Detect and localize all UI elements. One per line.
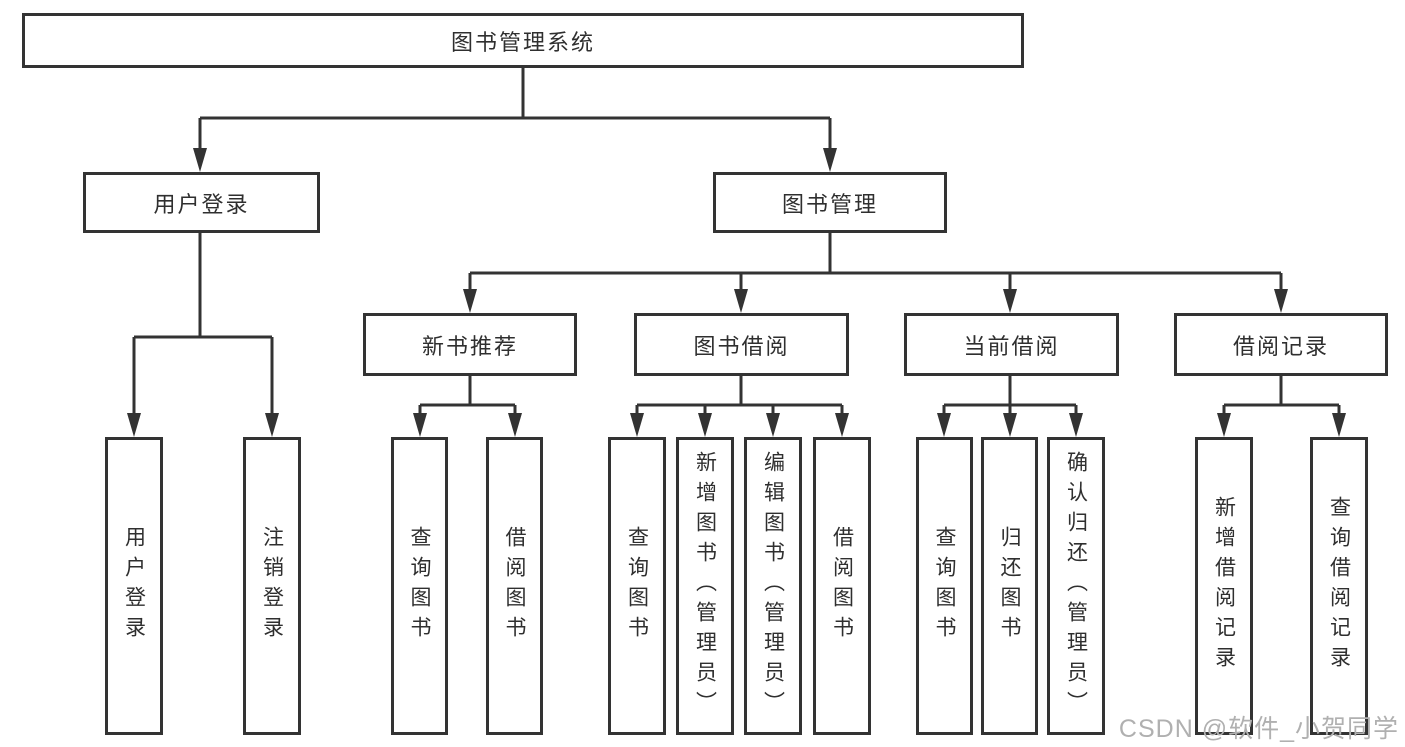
node-root-label: 图书管理系统 — [450, 29, 595, 55]
leaf-br-add-record: 新增借阅记录 — [1195, 437, 1253, 735]
leaf-cb-query-books-label: 查询图书 — [933, 526, 956, 646]
leaf-bb-query-books: 查询图书 — [608, 437, 666, 735]
leaf-logout: 注销登录 — [243, 437, 301, 735]
leaf-nbr-borrow-books-label: 借阅图书 — [503, 526, 526, 646]
leaf-nbr-query-books: 查询图书 — [391, 437, 448, 735]
node-borrow-record: 借阅记录 — [1174, 313, 1388, 376]
leaf-br-query-record-label: 查询借阅记录 — [1327, 496, 1351, 676]
node-root: 图书管理系统 — [22, 13, 1024, 68]
node-new-book-recommend-label: 新书推荐 — [421, 333, 518, 359]
leaf-bb-add-books-admin: 新增图书（管理员） — [676, 437, 734, 735]
node-user-login-label: 用户登录 — [153, 191, 250, 217]
node-borrow-record-label: 借阅记录 — [1232, 333, 1329, 359]
leaf-nbr-borrow-books: 借阅图书 — [486, 437, 543, 735]
node-book-borrow: 图书借阅 — [634, 313, 849, 376]
leaf-bb-edit-books-admin-label: 编辑图书（管理员） — [761, 451, 785, 721]
csdn-watermark: CSDN @软件_小贺同学 — [1118, 715, 1399, 743]
node-current-borrow: 当前借阅 — [904, 313, 1119, 376]
leaf-bb-edit-books-admin: 编辑图书（管理员） — [744, 437, 802, 735]
leaf-bb-borrow-books: 借阅图书 — [813, 437, 871, 735]
node-book-management: 图书管理 — [713, 172, 947, 233]
leaf-bb-query-books-label: 查询图书 — [625, 526, 649, 646]
node-book-management-label: 图书管理 — [781, 191, 878, 217]
node-new-book-recommend: 新书推荐 — [363, 313, 577, 376]
leaf-cb-return-books: 归还图书 — [981, 437, 1038, 735]
leaf-logout-label: 注销登录 — [260, 526, 284, 646]
leaf-cb-confirm-return-admin-label: 确认归还（管理员） — [1064, 451, 1088, 721]
leaf-nbr-query-books-label: 查询图书 — [408, 526, 431, 646]
node-user-login: 用户登录 — [83, 172, 320, 233]
leaf-user-login: 用户登录 — [105, 437, 163, 735]
leaf-bb-borrow-books-label: 借阅图书 — [830, 526, 854, 646]
leaf-cb-query-books: 查询图书 — [916, 437, 973, 735]
node-book-borrow-label: 图书借阅 — [693, 333, 790, 359]
leaf-br-add-record-label: 新增借阅记录 — [1212, 496, 1236, 676]
leaf-bb-add-books-admin-label: 新增图书（管理员） — [693, 451, 717, 721]
leaf-cb-return-books-label: 归还图书 — [998, 526, 1021, 646]
arrowheads — [127, 148, 1346, 437]
node-current-borrow-label: 当前借阅 — [963, 333, 1060, 359]
leaf-br-query-record: 查询借阅记录 — [1310, 437, 1368, 735]
leaf-user-login-label: 用户登录 — [122, 526, 146, 646]
leaf-cb-confirm-return-admin: 确认归还（管理员） — [1047, 437, 1105, 735]
